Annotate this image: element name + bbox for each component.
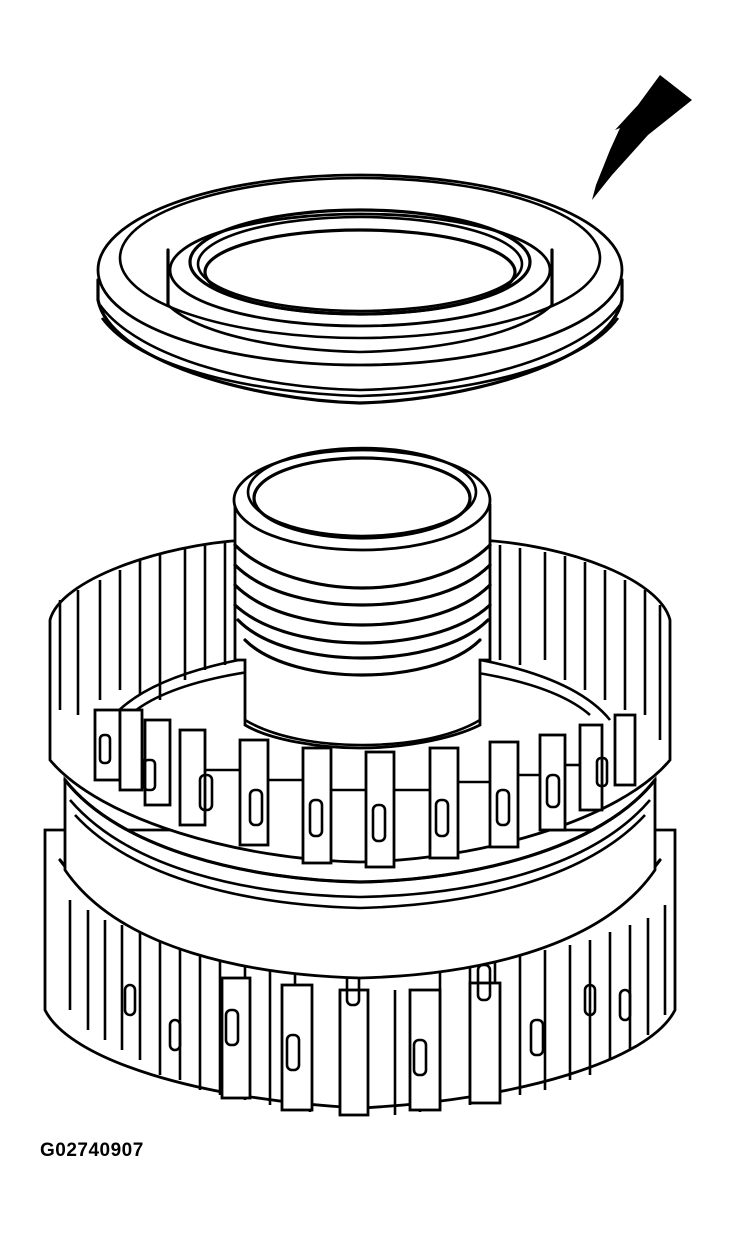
clutch-housing-hub: [232, 446, 492, 750]
figure-id-label: G02740907: [40, 1140, 144, 1161]
seal-ring: [96, 173, 624, 405]
callout-arrow-icon: [592, 75, 692, 200]
